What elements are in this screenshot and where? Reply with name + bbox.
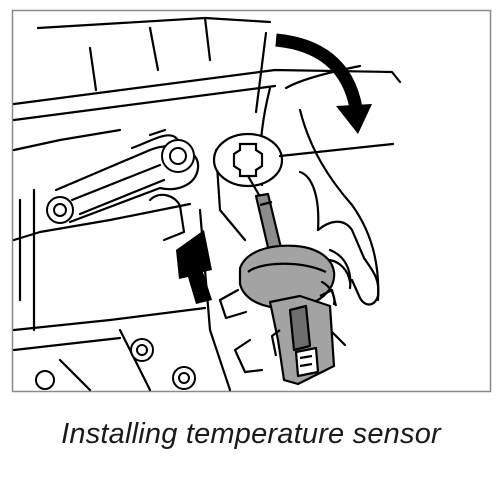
bolt-heads [35,139,196,390]
bolt-head [53,203,67,217]
rotation-arrow-icon [275,33,372,134]
bolt-head [35,370,55,390]
bolt-head [136,344,148,356]
bolt-head [169,147,187,165]
figure-caption: Installing temperature sensor [61,418,441,450]
keyhole-port [212,132,284,188]
bolt-head [178,372,190,384]
engine-background [12,16,402,392]
illustration-frame [11,9,492,393]
technician-hand [298,170,380,306]
temperature-sensor [238,192,338,386]
insertion-arrow-icon [176,230,212,304]
